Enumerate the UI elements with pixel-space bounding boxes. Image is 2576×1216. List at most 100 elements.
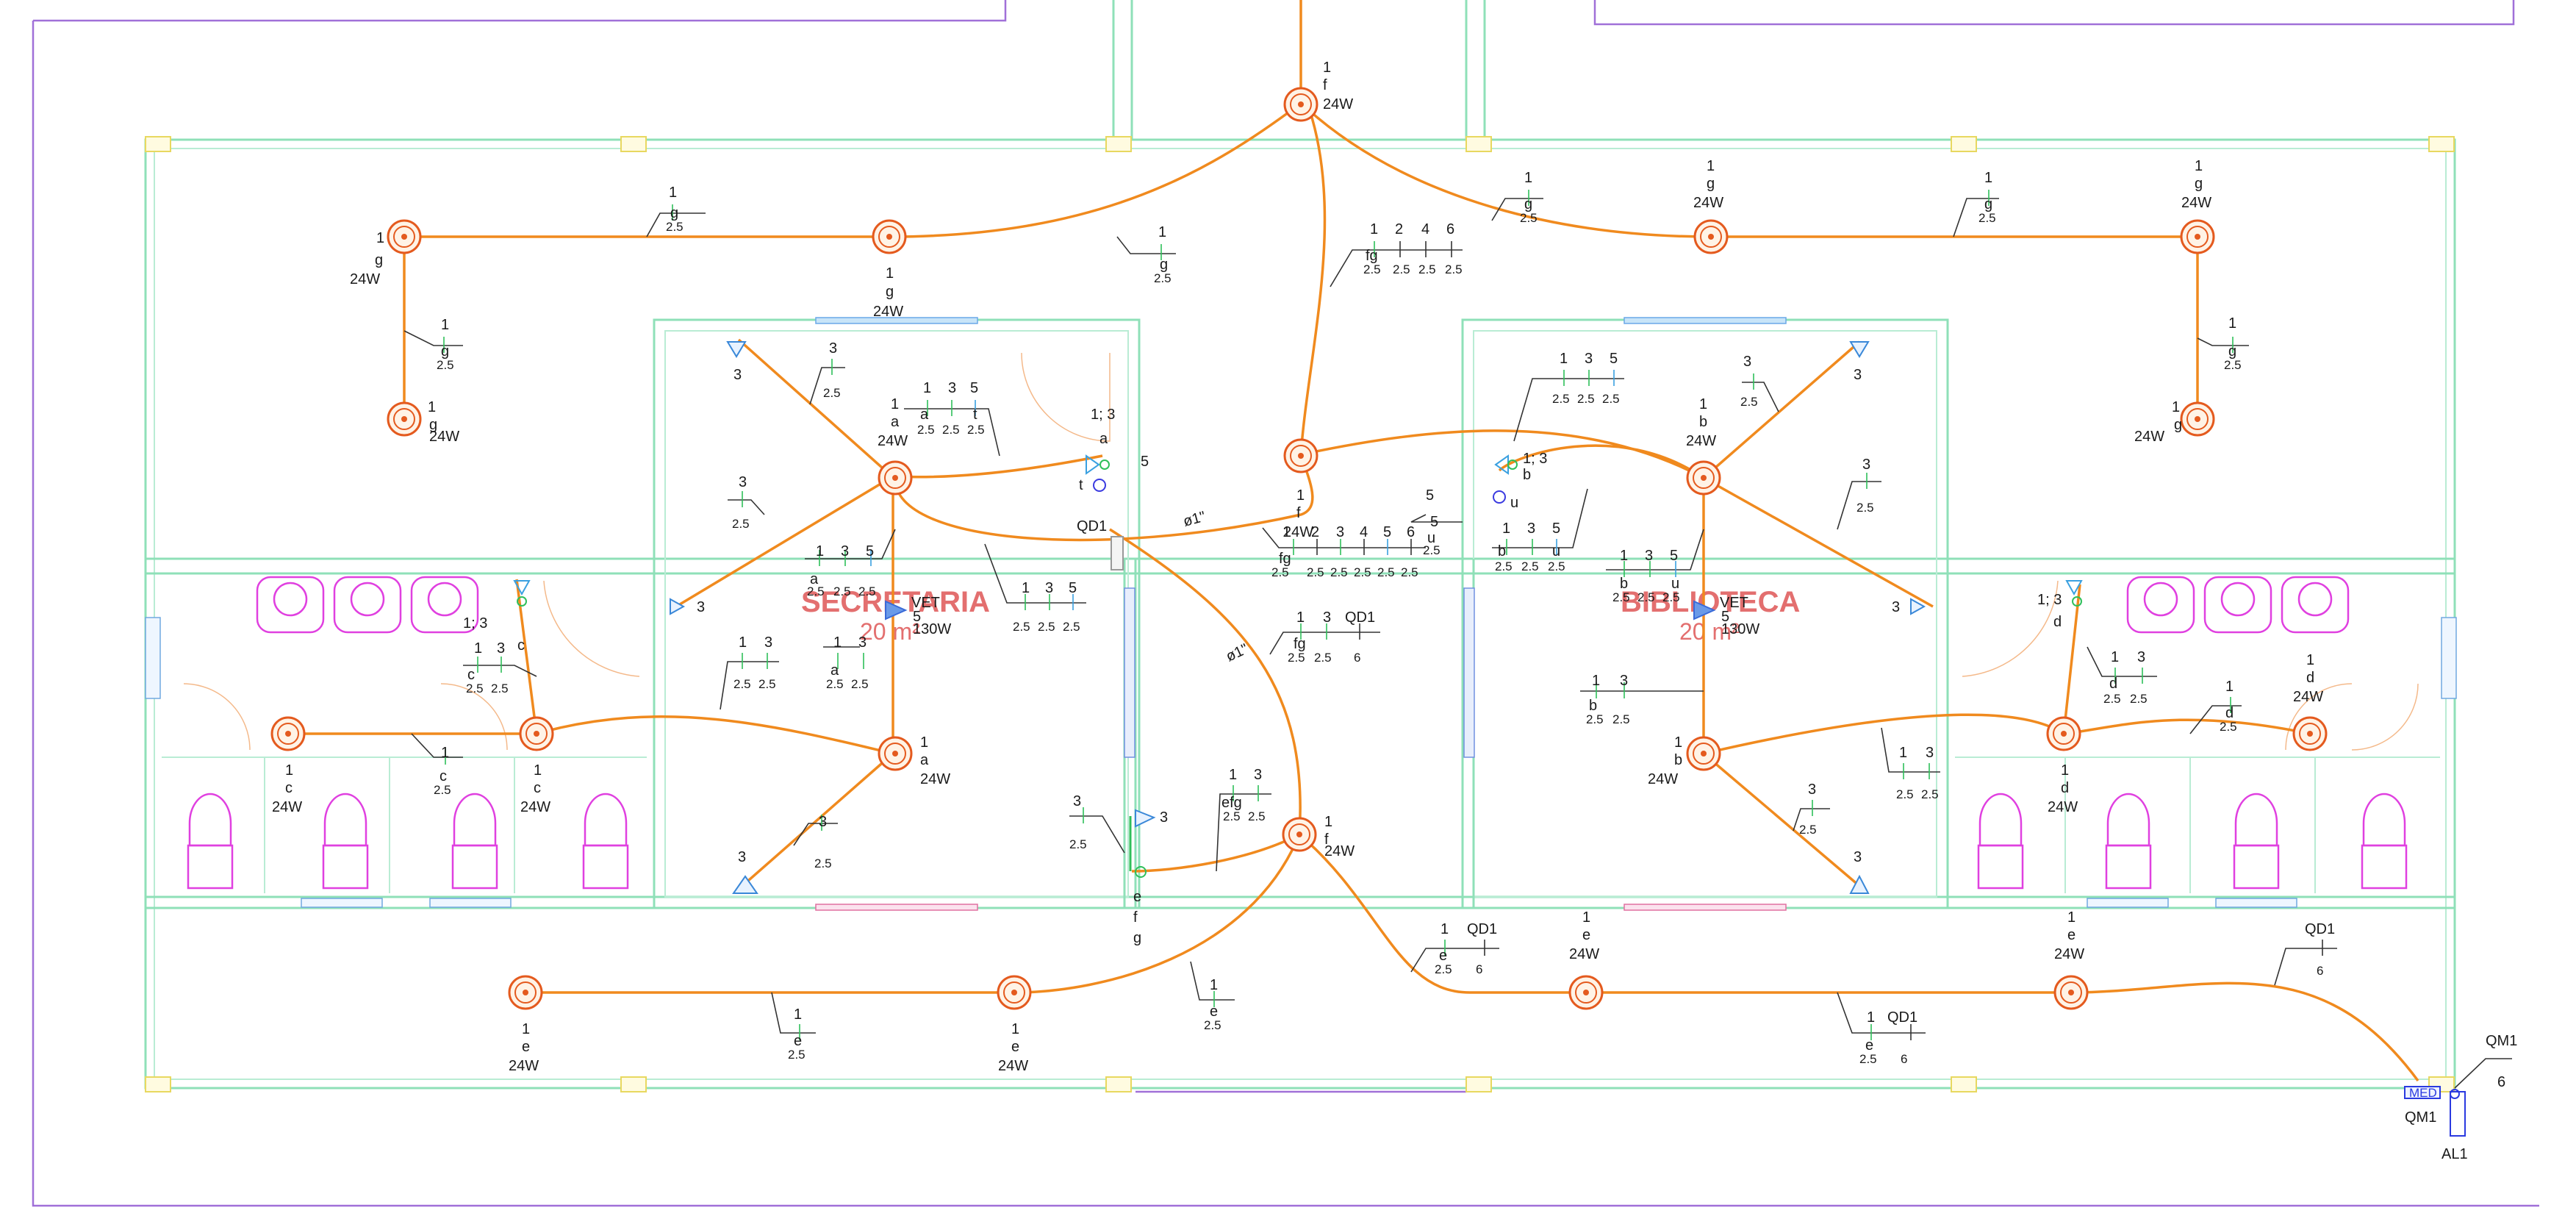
svg-text:f: f [1324, 831, 1329, 848]
lamp-c-right [519, 716, 554, 751]
svg-text:24W: 24W [1686, 433, 1716, 449]
svg-text:1: 1 [2172, 399, 2180, 415]
svg-text:QM1: QM1 [2405, 1109, 2436, 1126]
svg-text:a: a [830, 662, 839, 679]
svg-text:5: 5 [1610, 351, 1618, 367]
toilet-left-4 [582, 793, 629, 890]
toilet-right-1 [1977, 793, 2024, 890]
svg-text:VET: VET [911, 595, 940, 611]
svg-text:2.5: 2.5 [1521, 559, 1539, 573]
room-area-biblioteca: 20 m² [1679, 618, 1740, 645]
lamp-a-bottom [878, 736, 913, 771]
svg-text:1: 1 [1022, 580, 1030, 596]
svg-text:5: 5 [866, 543, 874, 559]
svg-text:1: 1 [1229, 767, 1237, 783]
svg-text:2.5: 2.5 [2130, 692, 2148, 706]
svg-text:2.5: 2.5 [666, 220, 684, 234]
svg-text:6: 6 [2317, 964, 2323, 978]
svg-text:2.5: 2.5 [814, 856, 832, 870]
svg-text:1: 1 [794, 1006, 802, 1023]
svg-text:1: 1 [1502, 521, 1510, 537]
toilet-left-3 [451, 793, 498, 890]
svg-text:u: u [1552, 543, 1560, 559]
svg-text:3: 3 [829, 340, 837, 357]
lamp-g-mid [872, 219, 907, 254]
svg-text:3: 3 [739, 474, 747, 490]
svg-text:3: 3 [497, 640, 505, 657]
svg-text:3: 3 [1645, 548, 1653, 564]
svg-text:fg: fg [1366, 248, 1378, 264]
svg-text:g: g [1160, 257, 1168, 273]
svg-text:2.5: 2.5 [1740, 395, 1758, 409]
svg-text:g: g [1984, 196, 1992, 212]
svg-text:1: 1 [1370, 221, 1378, 237]
svg-text:e: e [2067, 927, 2075, 943]
svg-text:1: 1 [2195, 158, 2203, 174]
svg-text:1: 1 [2111, 649, 2119, 665]
annot-3-b: 3 2.5 [728, 474, 765, 531]
svg-text:1: 1 [920, 734, 928, 751]
annot-3-c: 3 2.5 [793, 814, 838, 870]
svg-text:f: f [1296, 505, 1301, 521]
switch-efg: e f g [1129, 816, 1147, 946]
annot-c-13: 1 3 c 2.5 2.5 [463, 640, 537, 695]
svg-text:2.5: 2.5 [1586, 712, 1604, 726]
ventilator-left: VET 5 130W [885, 595, 951, 637]
svg-text:24W: 24W [272, 799, 302, 815]
circuit-annotations: 1 g 2.5 1 g 2.5 1 g 2.5 1 g 2.5 [403, 170, 2337, 1066]
svg-text:e: e [1133, 889, 1141, 905]
lamp-g-bottom-right [2180, 401, 2215, 437]
svg-text:1: 1 [1324, 814, 1332, 830]
svg-text:2.5: 2.5 [466, 682, 484, 695]
svg-text:1: 1 [1296, 487, 1305, 504]
conduit-size-2: ø1" [1224, 641, 1251, 665]
svg-text:3: 3 [1854, 367, 1862, 383]
svg-text:1: 1 [1582, 909, 1590, 926]
annot-bu-135-b: 1 3 5 b u 2.5 2.5 2.5 [1606, 529, 1704, 604]
svg-text:24W: 24W [520, 799, 550, 815]
svg-text:24W: 24W [509, 1058, 539, 1074]
outlet-5: 3 [1849, 341, 1870, 383]
svg-text:2.5: 2.5 [1393, 262, 1410, 276]
svg-text:3: 3 [1254, 767, 1262, 783]
svg-text:2.5: 2.5 [833, 584, 851, 598]
annot-qd1-6: QD1 6 [2274, 921, 2337, 986]
svg-text:2.5: 2.5 [1856, 501, 1874, 515]
svg-text:6: 6 [1407, 524, 1415, 540]
svg-text:e: e [1865, 1037, 1873, 1054]
svg-text:g: g [2195, 176, 2203, 192]
svg-text:5: 5 [1069, 580, 1077, 596]
plan-boundary [32, 0, 2539, 1207]
annot-d-1: 1 d 2.5 [2189, 679, 2242, 734]
svg-text:3: 3 [738, 849, 746, 865]
svg-text:2.5: 2.5 [1223, 809, 1241, 823]
svg-text:c: c [467, 667, 475, 683]
svg-text:a: a [1099, 431, 1108, 447]
svg-text:b: b [1498, 543, 1506, 559]
svg-text:a: a [810, 571, 819, 587]
svg-text:1: 1 [833, 634, 842, 651]
annot-e-qd1-mid: 1 QD1 e 2.5 6 [1410, 921, 1499, 976]
sink-left-1 [256, 576, 325, 634]
svg-text:2.5: 2.5 [1552, 392, 1570, 406]
sink-left-3 [410, 576, 479, 634]
svg-text:2.5: 2.5 [1978, 211, 1996, 225]
outlet-7: 3 [1849, 849, 1870, 894]
svg-text:2.5: 2.5 [491, 682, 509, 695]
svg-text:c: c [440, 768, 447, 784]
svg-text:6: 6 [1901, 1052, 1907, 1066]
svg-text:1: 1 [2228, 315, 2236, 332]
annot-g-5: 1 g 2.5 [1953, 170, 1999, 237]
svg-text:5: 5 [1552, 521, 1560, 537]
annot-13-right: 1 3 2.5 2.5 [1881, 727, 1940, 801]
svg-text:3: 3 [1336, 524, 1344, 540]
meter-qm1: MED QM1 AL1 QM1 6 [2404, 1033, 2517, 1162]
sanitary-fixtures [187, 576, 2408, 890]
